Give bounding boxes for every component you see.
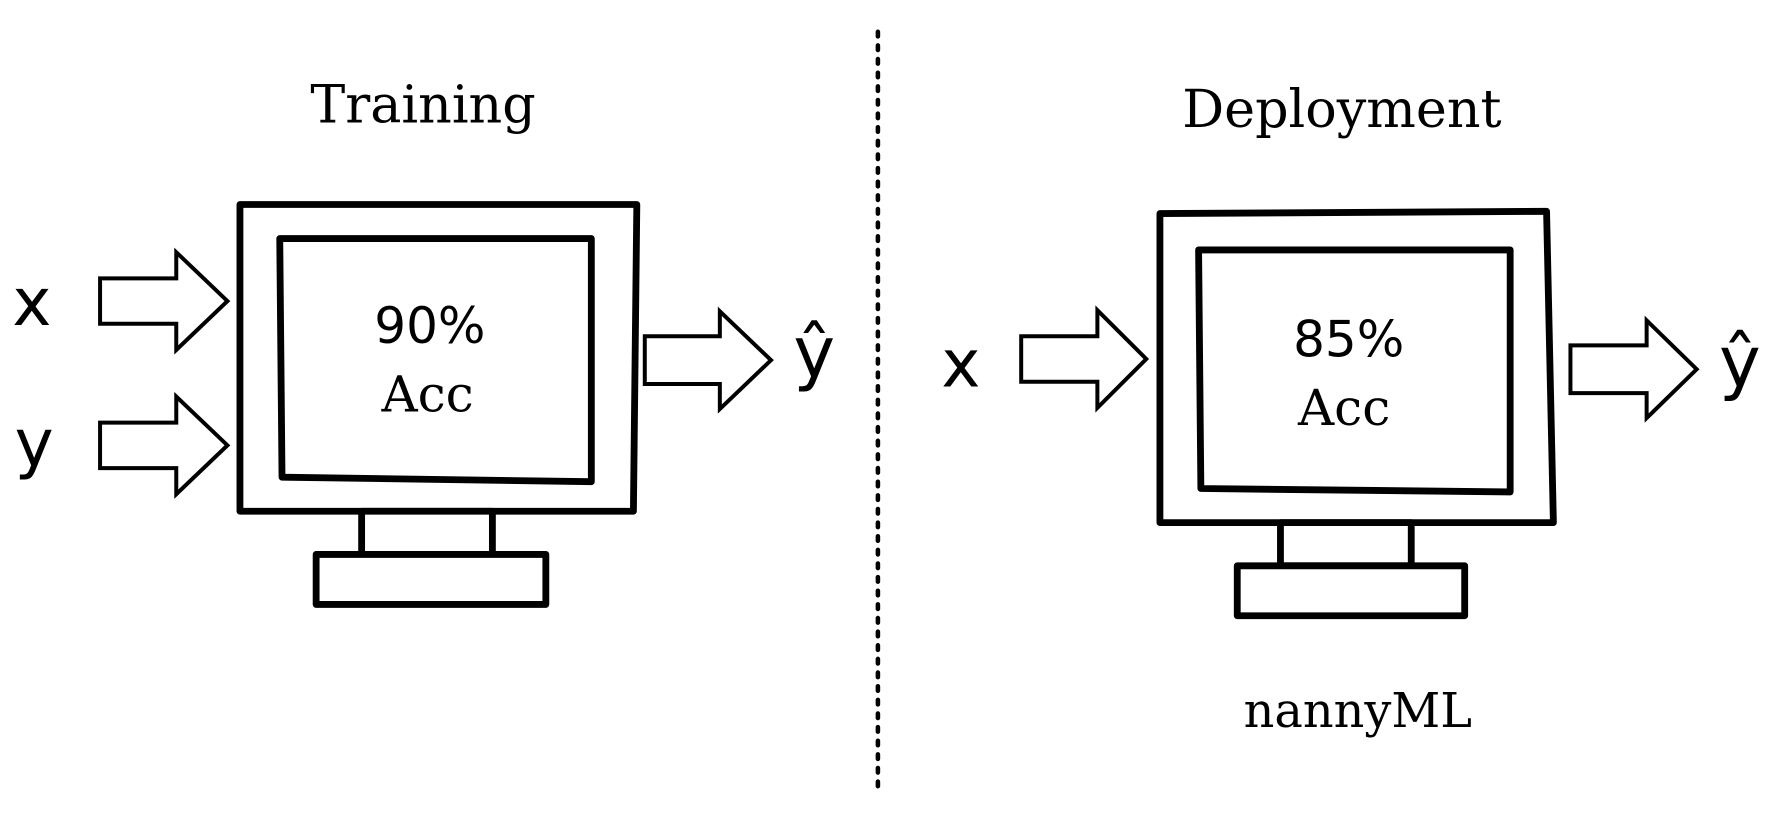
output-y-hat-label: ŷ: [1719, 321, 1761, 403]
output-y-hat-label: ŷ: [793, 312, 835, 394]
arrow-right-icon: [1568, 315, 1700, 423]
nannyml-caption: nannyML: [1244, 684, 1472, 739]
monitor-icon: [236, 201, 641, 608]
arrow-right-icon: [98, 391, 231, 499]
input-x-label: x: [941, 325, 980, 402]
training-panel: Training x y 90% Acc ŷ: [12, 75, 835, 608]
deployment-panel: Deployment x 85% Acc ŷ nannyML: [941, 79, 1760, 739]
input-y-label: y: [15, 405, 54, 482]
deployment-accuracy-label: Acc: [1297, 379, 1390, 437]
deployment-title: Deployment: [1182, 79, 1501, 140]
arrow-right-icon: [642, 306, 774, 414]
monitor-icon: [1156, 207, 1557, 620]
arrow-right-icon: [98, 247, 231, 355]
deployment-accuracy-value: 85%: [1293, 311, 1404, 369]
training-title: Training: [310, 75, 535, 136]
training-accuracy-value: 90%: [374, 297, 485, 355]
training-accuracy-label: Acc: [380, 365, 473, 423]
arrow-right-icon: [1019, 305, 1150, 413]
input-x-label: x: [12, 264, 51, 341]
